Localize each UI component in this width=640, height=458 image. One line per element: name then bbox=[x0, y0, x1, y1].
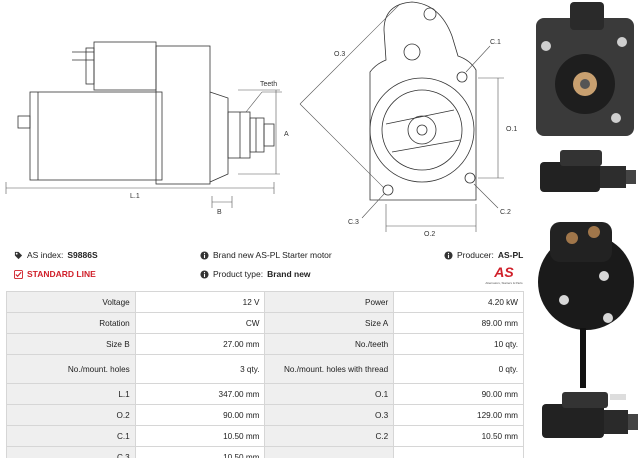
dim-a-label: A bbox=[284, 131, 289, 138]
dim-c3-label: C.3 bbox=[348, 219, 359, 226]
spec-key: C.1 bbox=[6, 425, 136, 447]
motor-body-outline bbox=[29, 91, 163, 181]
product-type-row: Product type: Brand new bbox=[200, 269, 311, 279]
flange-outline bbox=[369, 1, 477, 201]
info-icon bbox=[444, 250, 453, 260]
table-row: C.3 10.50 mm bbox=[6, 446, 524, 458]
spec-value: 347.00 mm bbox=[134, 383, 266, 405]
spec-key: Power bbox=[264, 291, 395, 313]
solenoid-outline bbox=[93, 41, 157, 91]
spec-key: Voltage bbox=[6, 291, 136, 313]
dim-o1-label: O.1 bbox=[506, 126, 517, 133]
spec-key: Size A bbox=[264, 312, 395, 334]
product-type-label: Product type: bbox=[213, 269, 264, 279]
logo-mark: AS bbox=[493, 264, 514, 280]
photo-side bbox=[540, 150, 636, 192]
standard-line-row: STANDARD LINE bbox=[14, 269, 96, 279]
photo-rear bbox=[538, 222, 634, 388]
photo-front bbox=[536, 2, 634, 136]
technical-drawing: Teeth A B L.1 O.3 C.1 O.1 C.2 bbox=[5, 1, 517, 238]
logo-tagline: Alternators, Starters & Parts bbox=[485, 281, 523, 285]
standard-line-label: STANDARD LINE bbox=[27, 269, 96, 279]
dim-l1-label: L.1 bbox=[130, 193, 140, 200]
product-type-value: Brand new bbox=[267, 269, 311, 279]
table-row: C.1 10.50 mm C.2 10.50 mm bbox=[6, 425, 524, 447]
spec-value: 12 V bbox=[134, 291, 266, 313]
spec-value: 10.50 mm bbox=[134, 425, 266, 447]
spec-key: O.3 bbox=[264, 404, 395, 426]
spec-value: 90.00 mm bbox=[134, 404, 266, 426]
spec-key: No./mount. holes bbox=[6, 354, 136, 384]
spec-value: 0 qty. bbox=[393, 354, 524, 384]
checkbox-icon bbox=[14, 269, 23, 279]
table-row: No./mount. holes 3 qty. No./mount. holes… bbox=[6, 354, 524, 384]
producer-row: Producer: AS-PL bbox=[444, 250, 523, 260]
spec-key: Size B bbox=[6, 333, 136, 355]
spec-value: 90.00 mm bbox=[393, 383, 524, 405]
spec-key: O.2 bbox=[6, 404, 136, 426]
table-row: Rotation CW Size A 89.00 mm bbox=[6, 312, 524, 334]
spec-key: C.3 bbox=[6, 446, 136, 458]
table-row: O.2 90.00 mm O.3 129.00 mm bbox=[6, 404, 524, 426]
spec-key bbox=[264, 446, 395, 458]
tag-icon bbox=[14, 251, 23, 259]
spec-key: No./teeth bbox=[264, 333, 395, 355]
dim-c1-label: C.1 bbox=[490, 39, 501, 46]
spec-value: 10 qty. bbox=[393, 333, 524, 355]
table-row: Voltage 12 V Power 4.20 kW bbox=[6, 291, 524, 313]
as-pl-logo: AS Alternators, Starters & Parts bbox=[485, 264, 523, 285]
spec-key: No./mount. holes with thread bbox=[264, 354, 395, 384]
producer-label: Producer: bbox=[457, 250, 494, 260]
spec-key: O.1 bbox=[264, 383, 395, 405]
as-index-row: AS index: S9886S bbox=[14, 250, 98, 260]
as-index-label: AS index: bbox=[27, 250, 64, 260]
product-info: AS index: S9886S STANDARD LINE Brand new… bbox=[10, 246, 530, 286]
info-icon bbox=[200, 250, 209, 260]
dim-c2-label: C.2 bbox=[500, 209, 511, 216]
spec-value: 10.50 mm bbox=[393, 425, 524, 447]
product-photos bbox=[536, 2, 638, 438]
table-row: Size B 27.00 mm No./teeth 10 qty. bbox=[6, 333, 524, 355]
spec-value bbox=[393, 446, 524, 458]
specifications-table: Voltage 12 V Power 4.20 kW Rotation CW S… bbox=[6, 291, 524, 458]
spec-value: 10.50 mm bbox=[134, 446, 266, 458]
teeth-label: Teeth bbox=[260, 81, 277, 88]
photo-side-2 bbox=[542, 392, 638, 438]
producer-value: AS-PL bbox=[497, 250, 524, 260]
spec-value: 27.00 mm bbox=[134, 333, 266, 355]
spec-key: L.1 bbox=[6, 383, 136, 405]
spec-value: CW bbox=[134, 312, 266, 334]
description-text: Brand new AS-PL Starter motor bbox=[213, 250, 332, 260]
spec-key: Rotation bbox=[6, 312, 136, 334]
as-index-value: S9886S bbox=[67, 250, 98, 260]
spec-value: 89.00 mm bbox=[393, 312, 524, 334]
spec-key: C.2 bbox=[264, 425, 395, 447]
spec-value: 129.00 mm bbox=[393, 404, 524, 426]
description-row: Brand new AS-PL Starter motor bbox=[200, 250, 332, 260]
spec-value: 4.20 kW bbox=[393, 291, 524, 313]
dim-o2-label: O.2 bbox=[424, 231, 435, 238]
spec-value: 3 qty. bbox=[134, 354, 266, 384]
info-icon bbox=[200, 269, 209, 279]
table-row: L.1 347.00 mm O.1 90.00 mm bbox=[6, 383, 524, 405]
dim-b-label: B bbox=[217, 209, 222, 216]
dim-o3-label: O.3 bbox=[334, 51, 345, 58]
